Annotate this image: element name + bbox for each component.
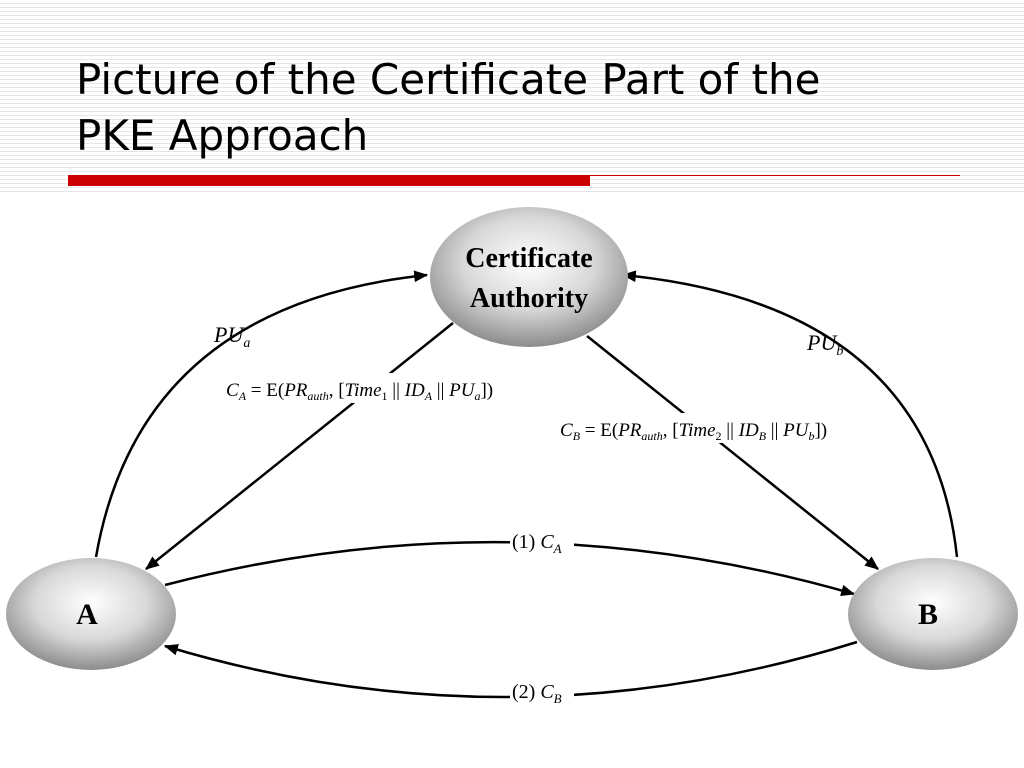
label-step-2: (2) CB bbox=[512, 681, 562, 706]
pke-certificate-diagram: Certificate Authority A B PUa PUb CA = E… bbox=[6, 207, 1018, 706]
label-pu-b: PUb bbox=[806, 330, 843, 359]
title-underline-accent bbox=[68, 175, 590, 186]
label-pu-a: PUa bbox=[213, 322, 250, 351]
edge-ca-to-b bbox=[586, 335, 879, 570]
label-certificate-cb: CB = E(PRauth, [Time2 || IDB || PUb]) bbox=[560, 420, 827, 443]
slide-title: Picture of the Certificate Part of the P… bbox=[76, 52, 976, 164]
label-step-1: (1) CA bbox=[512, 531, 562, 556]
node-a: A bbox=[6, 558, 176, 670]
label-certificate-ca: CA = E(PRauth, [Time1 || IDA || PUa]) bbox=[226, 380, 493, 403]
edge-a-to-ca bbox=[94, 270, 429, 558]
edge-a-to-b bbox=[164, 540, 856, 597]
ca-label-line-1: Certificate bbox=[465, 243, 592, 274]
title-underline-thin bbox=[590, 175, 960, 176]
title-line-2: PKE Approach bbox=[76, 111, 369, 160]
ca-label-line-2: Authority bbox=[470, 283, 588, 314]
node-certificate-authority: Certificate Authority bbox=[430, 207, 628, 347]
node-a-label: A bbox=[76, 598, 98, 631]
node-b: B bbox=[848, 558, 1018, 670]
edge-ca-to-a bbox=[145, 322, 454, 570]
title-line-1: Picture of the Certificate Part of the bbox=[76, 55, 821, 104]
edge-b-to-ca bbox=[621, 270, 959, 558]
node-b-label: B bbox=[918, 598, 938, 631]
